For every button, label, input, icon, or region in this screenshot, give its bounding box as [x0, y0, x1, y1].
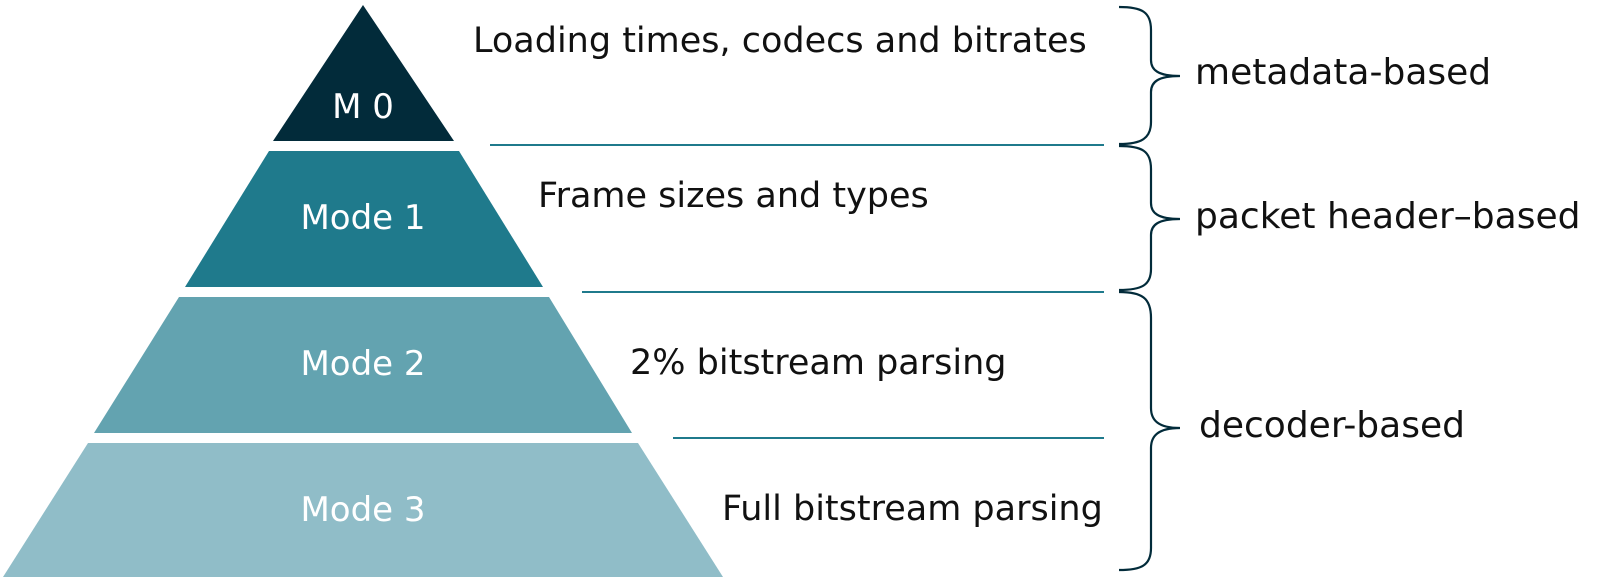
brace-decoder	[1118, 290, 1181, 572]
pyramid-label-mode-3: Mode 3	[300, 490, 425, 530]
pyramid-level-m0	[273, 5, 454, 141]
pyramid-level-mode-3	[3, 443, 723, 577]
pyramid-level-mode-2	[94, 297, 632, 433]
group-label-metadata: metadata-based	[1195, 52, 1491, 93]
description-mode-2: 2% bitstream parsing	[630, 343, 1007, 383]
description-m0: Loading times, codecs and bitrates	[473, 21, 1087, 61]
description-mode-1: Frame sizes and types	[538, 176, 929, 216]
group-label-packet-header: packet header–based	[1195, 196, 1580, 237]
pyramid-label-mode-2: Mode 2	[300, 344, 425, 384]
group-label-decoder: decoder-based	[1199, 405, 1465, 446]
brace-metadata	[1118, 5, 1181, 146]
pyramid-label-mode-1: Mode 1	[300, 198, 425, 238]
pyramid-level-mode-1	[185, 151, 543, 287]
brace-packet-header	[1118, 144, 1181, 292]
description-mode-3: Full bitstream parsing	[722, 489, 1103, 529]
pyramid-label-m0: M 0	[332, 87, 394, 127]
